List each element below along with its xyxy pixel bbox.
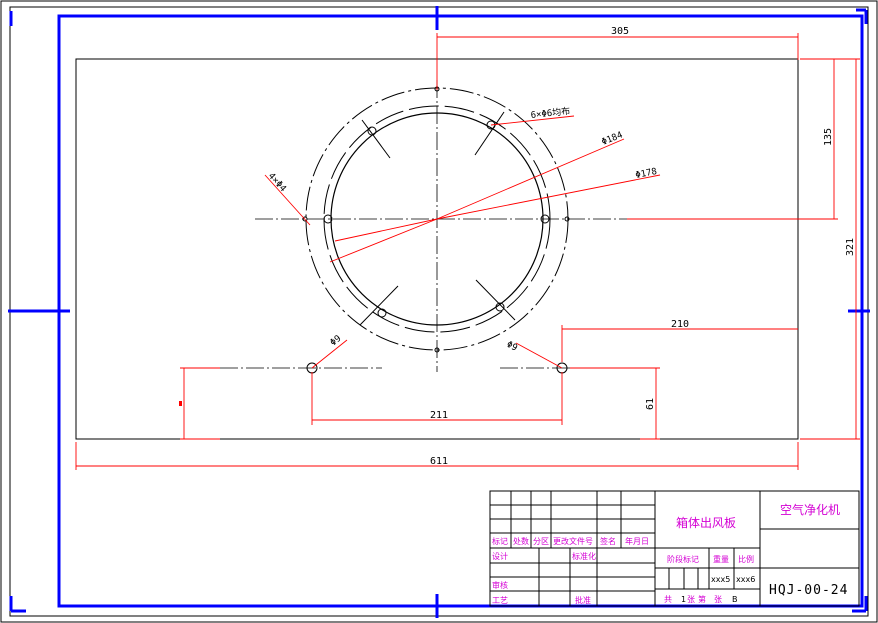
drawing-number: HQJ-00-24 [769,583,848,598]
dim-d178: Φ178 [635,167,658,181]
label-scale: 比例 [738,554,754,564]
dim-210: 210 [671,319,689,330]
radial-ticks [359,111,516,326]
inner-circle [330,112,544,326]
label-date: 年月日 [625,536,649,546]
label-change-doc: 更改文件号 [553,536,593,546]
sheet-letter: B [732,595,738,604]
label-zone: 分区 [533,537,549,546]
dim-61: 61 [645,398,656,410]
label-count: 处数 [513,536,529,546]
label-mark: 标记 [492,536,508,546]
dim-4-holes: 4×Φ4 [266,171,288,194]
label-design: 设计 [492,551,508,561]
centerlines [220,80,638,372]
dim-d184: Φ184 [600,130,624,147]
mid-circle [323,105,551,333]
part-name: 箱体出风板 [676,515,736,530]
centering-marks [8,6,870,618]
dim-211: 211 [430,410,448,421]
sheets-total: 1 [681,595,686,604]
dim-135: 135 [823,128,834,146]
mark-small [179,401,182,406]
label-stage-mark: 阶段标记 [667,554,699,564]
label-approve: 批准 [575,595,591,605]
dim-611: 611 [430,456,448,467]
sheet-no-suffix: 张 [714,595,722,604]
label-sign: 签名 [600,536,616,546]
dimension-lines [75,33,860,470]
dim-321: 321 [845,238,856,256]
scale-value: xxx6 [736,575,755,584]
label-review: 审核 [492,580,508,590]
product-name: 空气净化机 [780,502,840,517]
blue-frame [57,14,864,608]
dim-6-holes: 6×Φ6均布 [530,105,571,121]
sheets-label: 张 [687,595,695,604]
label-process: 工艺 [492,596,508,605]
sheets-total-prefix: 共 [664,595,672,604]
dim-305: 305 [611,26,629,37]
dim-hole-9-right: Φ9 [505,340,519,354]
label-weight: 重量 [713,554,729,564]
outer-frame [9,6,869,617]
weight-value: xxx5 [711,575,730,584]
title-block [489,490,860,607]
label-standardize: 标准化 [572,551,596,561]
sheet-no-prefix: 第 [698,594,706,604]
dim-hole-9-left: Φ9 [329,334,344,349]
